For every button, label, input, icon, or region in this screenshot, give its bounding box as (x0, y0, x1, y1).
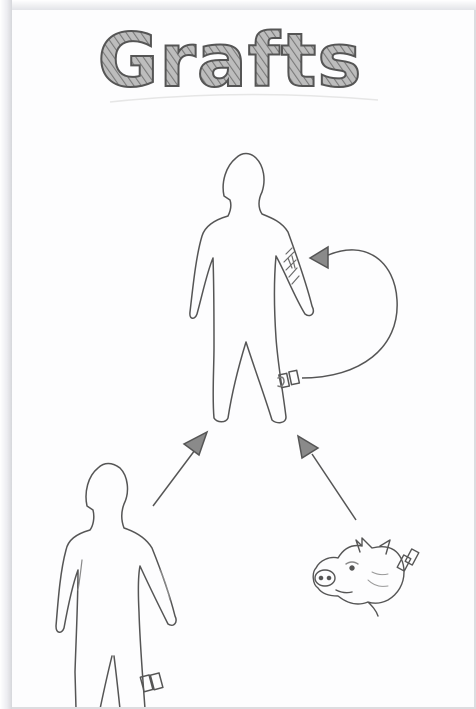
pig-mouth (336, 590, 352, 593)
scan-left-edge (0, 0, 12, 709)
recipient-body-outline (190, 154, 313, 423)
grafts-sketch: Grafts (12, 10, 474, 707)
autograft-arrow-path (302, 250, 397, 378)
diagram-title: Grafts (98, 18, 363, 104)
pig-eye (350, 566, 354, 570)
human-donor-inner-leg-2 (114, 656, 120, 707)
pig-shading (368, 572, 388, 586)
thigh-donor-patch-2 (289, 370, 300, 384)
sketch-page: Grafts (12, 10, 474, 707)
title-group: Grafts (98, 18, 378, 104)
allograft-arrow (153, 432, 207, 506)
scan-top-edge (0, 0, 476, 10)
xenograft-arrow (298, 436, 356, 520)
xenograft-arrow-line (312, 454, 356, 520)
pig-brow (346, 562, 358, 564)
shoulder-graft-site (284, 248, 299, 284)
autograft-arrow (302, 247, 397, 378)
pig-donor-head (313, 538, 419, 616)
allograft-arrowhead (184, 432, 207, 455)
pig-donor-patch-2 (405, 549, 419, 565)
allograft-arrow-line (153, 446, 198, 506)
human-donor-inner-leg (100, 656, 112, 707)
xenograft-arrowhead (298, 436, 318, 458)
recipient-figure (190, 154, 313, 423)
autograft-arrowhead (310, 247, 328, 268)
pig-snout (315, 570, 335, 586)
pig-nostril-left (319, 576, 322, 579)
pig-nostril-right (327, 576, 330, 579)
human-donor-arm-shading (78, 560, 170, 600)
